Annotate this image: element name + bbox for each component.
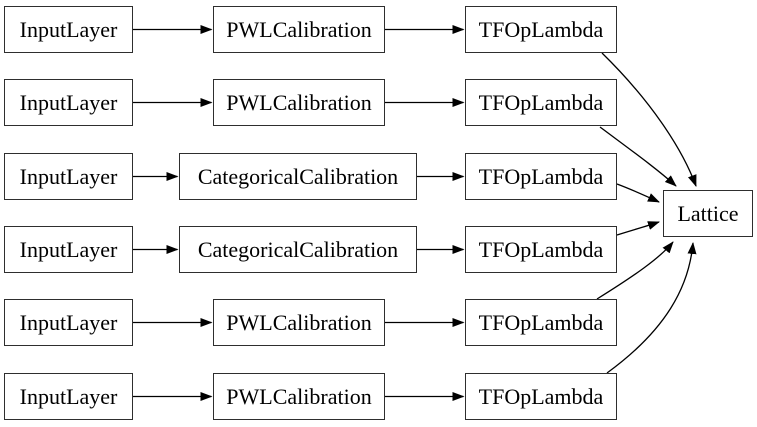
edge-lambda-lattice-4: [616, 221, 660, 236]
node-tfop-lambda-3: TFOpLambda: [465, 153, 617, 200]
node-categorical-calibration-2: CategoricalCalibration: [179, 226, 417, 273]
edge-lambda-lattice-1: [601, 52, 697, 187]
node-lattice: Lattice: [663, 190, 753, 237]
node-tfop-lambda-5: TFOpLambda: [465, 299, 617, 346]
node-pwl-calibration-2: PWLCalibration: [213, 79, 385, 126]
node-input-layer-3: InputLayer: [4, 153, 133, 200]
edge-lambda-lattice-5: [596, 241, 674, 300]
node-tfop-lambda-1: TFOpLambda: [465, 6, 617, 53]
node-pwl-calibration-4: PWLCalibration: [213, 373, 385, 420]
edge-lambda-lattice-2: [599, 126, 677, 187]
node-tfop-lambda-4: TFOpLambda: [465, 226, 617, 273]
node-input-layer-6: InputLayer: [4, 373, 133, 420]
node-input-layer-4: InputLayer: [4, 226, 133, 273]
edge-lambda-lattice-3: [616, 183, 660, 203]
node-tfop-lambda-6: TFOpLambda: [465, 373, 617, 420]
edge-lambda-lattice-6: [606, 242, 697, 374]
node-pwl-calibration-1: PWLCalibration: [213, 6, 385, 53]
node-tfop-lambda-2: TFOpLambda: [465, 79, 617, 126]
node-input-layer-2: InputLayer: [4, 79, 133, 126]
node-categorical-calibration-1: CategoricalCalibration: [179, 153, 417, 200]
node-input-layer-1: InputLayer: [4, 6, 133, 53]
node-input-layer-5: InputLayer: [4, 299, 133, 346]
node-pwl-calibration-3: PWLCalibration: [213, 299, 385, 346]
